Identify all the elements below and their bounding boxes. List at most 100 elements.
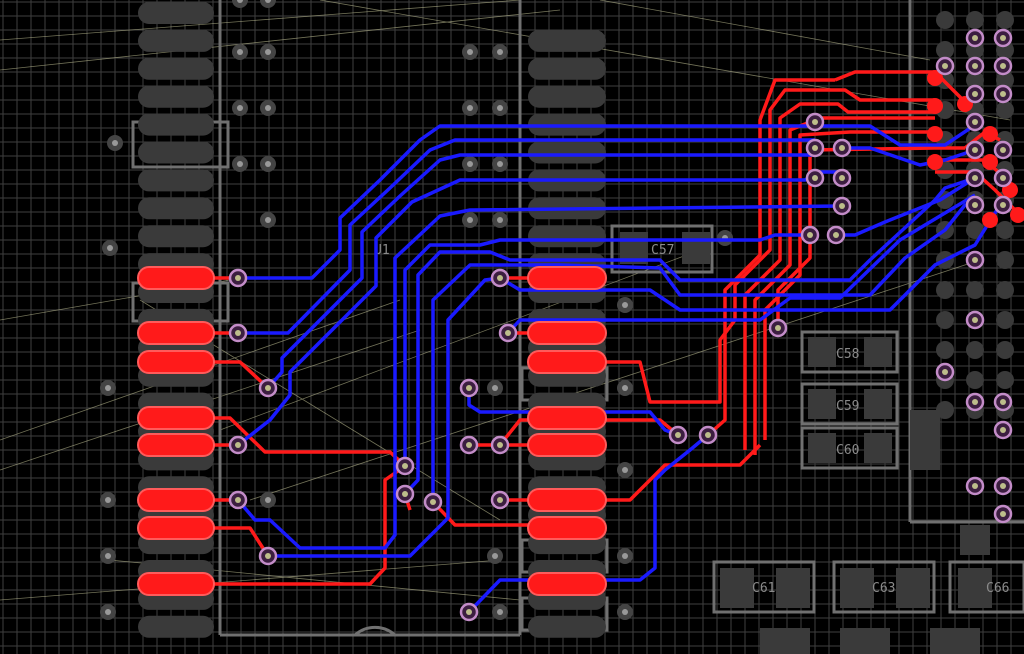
via-drill	[972, 119, 978, 125]
pad-gray-round	[966, 71, 984, 89]
pad-gray-rect	[840, 568, 874, 608]
pad-gray-rect	[864, 389, 892, 419]
pad-gray	[138, 225, 214, 248]
through-hole-center	[622, 467, 628, 473]
through-hole-center	[467, 161, 473, 167]
pad-top-copper	[527, 516, 607, 540]
through-hole-center	[265, 105, 271, 111]
through-hole-center	[622, 385, 628, 391]
via-drill	[972, 483, 978, 489]
via-drill	[775, 325, 781, 331]
through-hole-center	[237, 0, 243, 3]
via-drill	[466, 442, 472, 448]
pad-gray-round	[996, 341, 1014, 359]
through-hole-center	[105, 609, 111, 615]
through-hole-center	[492, 385, 498, 391]
through-hole-center	[112, 140, 118, 146]
bottom-layer-traces	[236, 123, 1002, 614]
via-drill	[1000, 511, 1006, 517]
ref-label-c66: C66	[986, 581, 1009, 596]
pad-top-copper-round	[982, 126, 998, 142]
via-drill	[972, 63, 978, 69]
silkscreen-outlines	[131, 0, 1024, 637]
pad-top-copper	[137, 516, 215, 540]
ref-label-c59: C59	[836, 399, 859, 414]
through-hole-center	[497, 217, 503, 223]
via-drill	[265, 385, 271, 391]
via-drill	[972, 91, 978, 97]
pad-gray-round	[966, 11, 984, 29]
via-drill	[812, 145, 818, 151]
pad-gray-rect	[760, 628, 810, 654]
pad-top-copper-round	[1010, 207, 1024, 223]
pad-gray	[528, 615, 606, 638]
pad-gray-round	[966, 281, 984, 299]
via-drill	[1000, 483, 1006, 489]
pad-gray-round	[996, 281, 1014, 299]
via-drill	[402, 491, 408, 497]
pad-gray-rect	[864, 337, 892, 367]
pad-gray	[138, 197, 214, 220]
pad-gray	[138, 113, 214, 136]
top-layer-pads	[137, 70, 1024, 596]
through-hole-center	[497, 105, 503, 111]
through-hole-center	[105, 497, 111, 503]
through-hole-center	[497, 49, 503, 55]
via-drill	[235, 442, 241, 448]
via-drill	[942, 369, 948, 375]
pad-gray-round	[936, 311, 954, 329]
via-drill	[972, 147, 978, 153]
through-hole-center	[467, 49, 473, 55]
via-drill	[812, 175, 818, 181]
pad-gray	[528, 85, 606, 108]
pad-gray	[138, 85, 214, 108]
via-drill	[839, 145, 845, 151]
via-drill	[942, 63, 948, 69]
pad-top-copper-round	[982, 154, 998, 170]
via-drill	[812, 119, 818, 125]
pad-gray	[138, 29, 214, 52]
through-hole-center	[467, 105, 473, 111]
pad-gray	[138, 2, 214, 24]
through-hole-center	[265, 497, 271, 503]
pad-top-copper	[527, 488, 607, 512]
pad-gray-round	[996, 221, 1014, 239]
pad-top-copper	[527, 433, 607, 457]
via-drill	[1000, 175, 1006, 181]
via-drill	[705, 432, 711, 438]
through-hole-center	[237, 105, 243, 111]
via-drill	[1000, 91, 1006, 97]
pad-gray-rect	[910, 410, 940, 470]
reference-labels: U1 C57 C58 C59 C60 C61 C63 C66	[374, 243, 1009, 596]
pad-gray-round	[996, 101, 1014, 119]
through-hole-center	[265, 49, 271, 55]
pad-gray	[138, 57, 214, 80]
pad-gray-rect	[960, 525, 990, 555]
pad-gray-round	[936, 281, 954, 299]
via-drill	[466, 609, 472, 615]
through-hole-center	[265, 0, 271, 3]
via-drill	[1000, 35, 1006, 41]
through-hole-center	[492, 553, 498, 559]
via-drill	[1000, 147, 1006, 153]
pad-gray	[138, 141, 214, 164]
ref-label-c58: C58	[836, 347, 859, 362]
pad-gray-round	[996, 71, 1014, 89]
pad-gray-round	[936, 11, 954, 29]
ratsnest-lines	[0, 0, 1011, 601]
pad-top-copper	[137, 350, 215, 374]
pad-top-copper-round	[982, 212, 998, 228]
pad-gray-round	[936, 401, 954, 419]
pad-gray-rect	[896, 568, 930, 608]
via-drill	[1000, 427, 1006, 433]
pad-gray	[528, 141, 606, 164]
pad-gray	[528, 57, 606, 80]
pad-top-copper	[527, 350, 607, 374]
pad-top-copper	[137, 488, 215, 512]
pad-gray-round	[936, 341, 954, 359]
pad-gray-round	[966, 341, 984, 359]
pad-gray	[528, 29, 606, 52]
via-drill	[497, 497, 503, 503]
via-drill	[497, 275, 503, 281]
